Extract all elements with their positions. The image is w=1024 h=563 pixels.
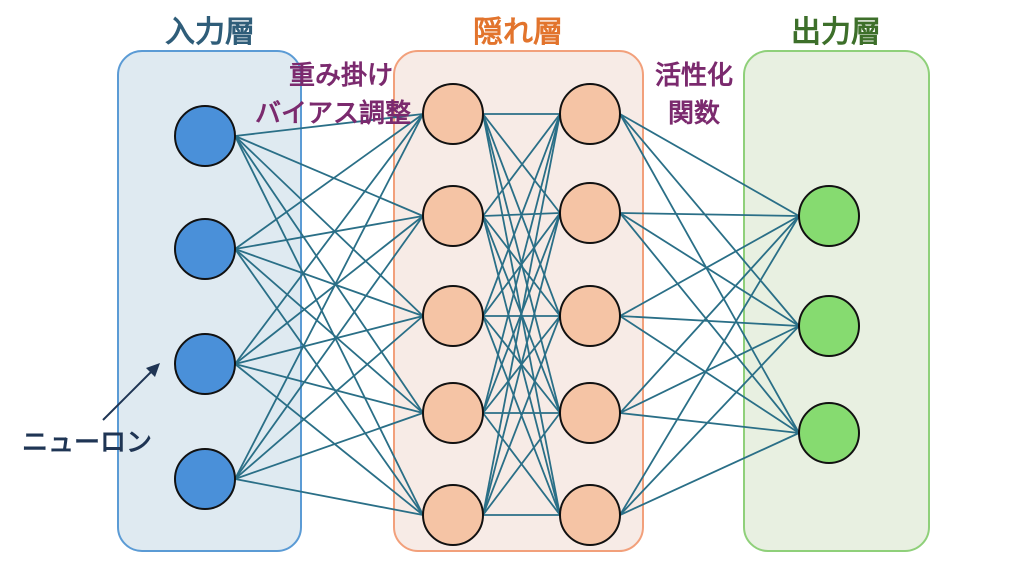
connection-line (619, 432, 800, 516)
hidden1-neuron (422, 83, 484, 145)
connection-line (619, 212, 800, 434)
connection-line (234, 113, 424, 250)
input-neuron (174, 333, 236, 395)
connection-line (619, 113, 800, 327)
connection-line (619, 325, 800, 414)
connection-line (619, 412, 800, 434)
hidden2-neuron (559, 484, 621, 546)
connection-line (234, 135, 424, 317)
neurons (174, 83, 860, 546)
hidden1-neuron (422, 382, 484, 444)
hidden-layer-box-border (393, 50, 644, 552)
activation-label-line2: 関数 (668, 99, 721, 129)
hidden2-neuron (559, 182, 621, 244)
connection-line (482, 113, 561, 414)
connection-line (619, 113, 800, 434)
connection-line (482, 113, 561, 317)
hidden2-neuron (559, 83, 621, 145)
connection-line (619, 215, 800, 516)
connection-line (619, 212, 800, 217)
input-neuron (174, 105, 236, 167)
hidden1-neuron (422, 285, 484, 347)
output-layer-box-border (743, 50, 930, 552)
connection-line (619, 315, 800, 327)
input-neuron (174, 218, 236, 280)
connection-line (234, 315, 424, 480)
connection-line (234, 215, 424, 480)
connection-line (234, 135, 424, 217)
connection-line (619, 215, 800, 414)
neuron-pointer-arrow (102, 369, 154, 421)
connection-line (619, 325, 800, 516)
hidden1-neuron (422, 484, 484, 546)
connection-line (234, 248, 424, 414)
connection-line (234, 315, 424, 365)
connection-line (482, 212, 561, 516)
weights-label-line2: バイアス調整 (255, 98, 411, 129)
output-layer-title: 出力層 (791, 15, 881, 50)
connection-line (234, 215, 424, 250)
connection-line (234, 113, 424, 137)
hidden-layer-title: 隠れ層 (473, 15, 563, 50)
activation-label-line1: 活性化 (655, 61, 733, 91)
arrow-head-icon (146, 363, 160, 377)
input-layer-box-border (117, 50, 302, 552)
connection-line (234, 248, 424, 516)
output-neuron (798, 295, 860, 357)
connection-line (234, 135, 424, 414)
connection-line (234, 363, 424, 414)
hidden2-neuron (559, 382, 621, 444)
connection-line (482, 412, 561, 516)
neuron-label: ニューロン (22, 428, 152, 458)
connection-line (234, 363, 424, 516)
connection-line (619, 315, 800, 434)
connection-line (619, 215, 800, 317)
weights-label-line1: 重み掛け (289, 61, 393, 91)
connection-line (234, 248, 424, 317)
connection-line (482, 315, 561, 516)
connection-line (234, 135, 424, 516)
connection-line (482, 113, 561, 516)
connection-line (234, 478, 424, 516)
input-neuron (174, 448, 236, 510)
input-layer-title: 入力層 (165, 15, 255, 50)
connection-line (619, 113, 800, 217)
output-neuron (798, 402, 860, 464)
connections (234, 113, 800, 516)
hidden2-neuron (559, 285, 621, 347)
connection-line (619, 212, 800, 327)
connection-line (234, 215, 424, 365)
hidden1-neuron (422, 185, 484, 247)
connection-line (234, 412, 424, 480)
connection-line (234, 113, 424, 480)
connection-line (234, 113, 424, 365)
connection-line (482, 113, 561, 217)
connection-line (482, 113, 561, 214)
output-neuron (798, 185, 860, 247)
